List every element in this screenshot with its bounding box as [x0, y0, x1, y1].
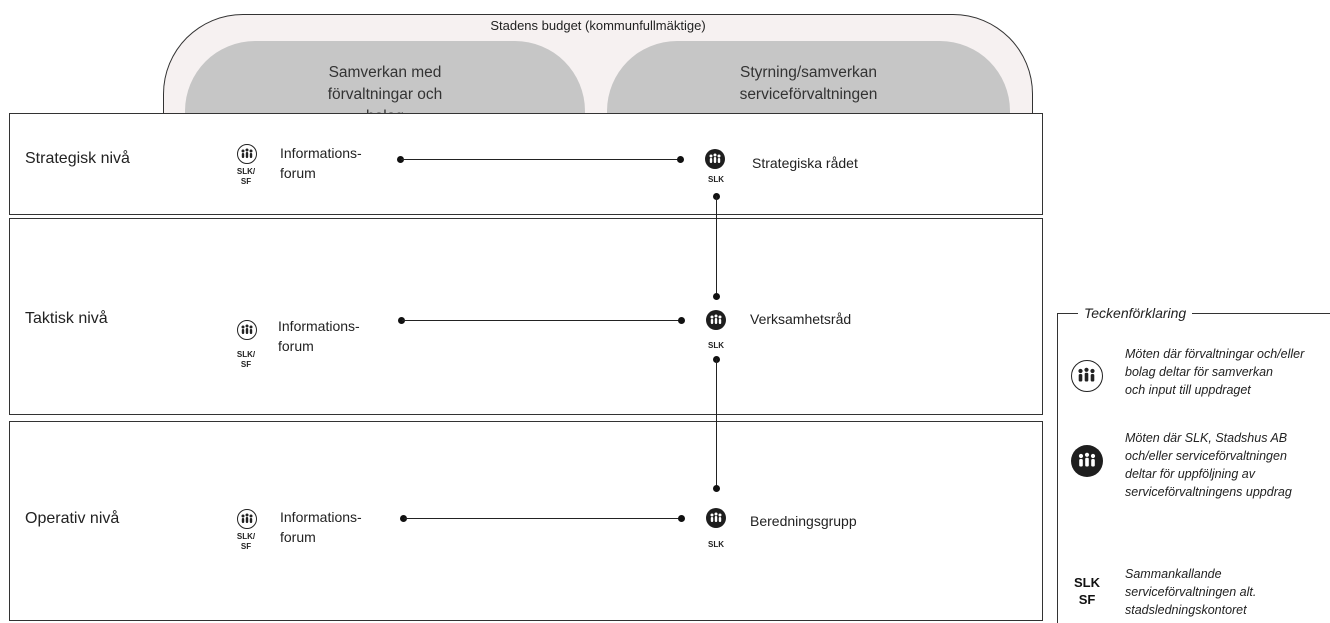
connector-dot — [713, 485, 720, 492]
people-filled-icon — [1071, 445, 1103, 477]
legend-item-line: Möten där förvaltningar och/eller — [1125, 347, 1305, 361]
legend-top-rule — [1195, 313, 1330, 315]
level-title-operational: Operativ nivå — [25, 510, 120, 527]
people-outline-icon — [237, 144, 257, 164]
legend-item-line: serviceförvaltningens uppdrag — [1125, 485, 1292, 499]
legend-frame — [1057, 313, 1330, 623]
legend-code-line2: SF — [1078, 592, 1096, 607]
forum-code-strategic: SLK/ SF — [230, 167, 262, 187]
connector-dot — [677, 156, 684, 163]
forum-code-line2: SF — [240, 542, 252, 551]
people-filled-icon — [705, 149, 725, 169]
legend-item-outline: Möten där förvaltningar och/eller bolag … — [1125, 345, 1304, 399]
connector-dot — [678, 515, 685, 522]
forum-label-line2: forum — [280, 165, 316, 181]
forum-label-line1: Informations- — [280, 509, 362, 525]
forum-to-council-line — [404, 518, 682, 520]
meeting-label-tactical: Verksamhetsråd — [750, 311, 852, 327]
legend-item-line: Sammankallande — [1125, 567, 1222, 581]
forum-to-council-line — [401, 159, 681, 161]
level-tactical — [9, 218, 1043, 415]
forum-code-operational: SLK/ SF — [230, 532, 262, 552]
level-strategic — [9, 113, 1043, 215]
meeting-code-strategic: SLK — [708, 175, 724, 184]
forum-code-line1: SLK/ — [236, 350, 256, 359]
forum-to-council-line — [402, 320, 682, 322]
forum-label-tactical: Informations- forum — [278, 316, 360, 356]
people-outline-icon — [1071, 360, 1103, 392]
forum-label-line1: Informations- — [280, 145, 362, 161]
forum-label-strategic: Informations- forum — [280, 143, 362, 183]
budget-title: Stadens budget (kommunfullmäktige) — [490, 18, 706, 33]
legend-item-line: serviceförvaltningen alt. — [1125, 585, 1257, 599]
legend-item-code: Sammankallande serviceförvaltningen alt.… — [1125, 565, 1256, 619]
meeting-code-operational: SLK — [708, 540, 724, 549]
meeting-label-strategic: Strategiska rådet — [752, 155, 858, 171]
connector-dot — [398, 317, 405, 324]
legend-title: Teckenförklaring — [1078, 305, 1193, 321]
strategic-to-tactical-line — [716, 196, 718, 297]
level-operational — [9, 421, 1043, 621]
legend-code-line1: SLK — [1074, 575, 1100, 590]
meeting-label-operational: Beredningsgrupp — [750, 513, 857, 529]
forum-code-tactical: SLK/ SF — [230, 350, 262, 370]
people-outline-icon — [237, 509, 257, 529]
legend-item-line: Möten där SLK, Stadshus AB — [1125, 431, 1288, 445]
tactical-to-operational-line — [716, 359, 718, 489]
steering-block-label: Styrning/samverkan serviceförvaltningen — [607, 62, 1010, 106]
legend-item-line: och/eller serviceförvaltningen — [1125, 449, 1287, 463]
people-outline-icon — [237, 320, 257, 340]
legend-item-line: stadsledningskontoret — [1125, 603, 1247, 617]
level-title-strategic: Strategisk nivå — [25, 150, 130, 167]
people-filled-icon — [706, 508, 726, 528]
meeting-code-tactical: SLK — [708, 341, 724, 350]
connector-dot — [678, 317, 685, 324]
legend-item-line: deltar för uppföljning av — [1125, 467, 1255, 481]
level-title-tactical: Taktisk nivå — [25, 310, 108, 327]
forum-label-line2: forum — [280, 529, 316, 545]
forum-code-line2: SF — [240, 177, 252, 186]
legend-item-line: och input till uppdraget — [1125, 383, 1251, 397]
forum-label-operational: Informations- forum — [280, 507, 362, 547]
connector-dot — [400, 515, 407, 522]
legend-item-filled: Möten där SLK, Stadshus AB och/eller ser… — [1125, 429, 1292, 501]
steering-block-text: Styrning/samverkan serviceförvaltningen — [739, 64, 878, 103]
legend-code: SLK SF — [1070, 574, 1104, 608]
connector-dot — [397, 156, 404, 163]
people-filled-icon — [706, 310, 726, 330]
forum-code-line1: SLK/ — [236, 167, 256, 176]
forum-label-line1: Informations- — [278, 318, 360, 334]
forum-code-line2: SF — [240, 360, 252, 369]
legend-item-line: bolag deltar för samverkan — [1125, 365, 1273, 379]
forum-label-line2: forum — [278, 338, 314, 354]
connector-dot — [713, 293, 720, 300]
forum-code-line1: SLK/ — [236, 532, 256, 541]
